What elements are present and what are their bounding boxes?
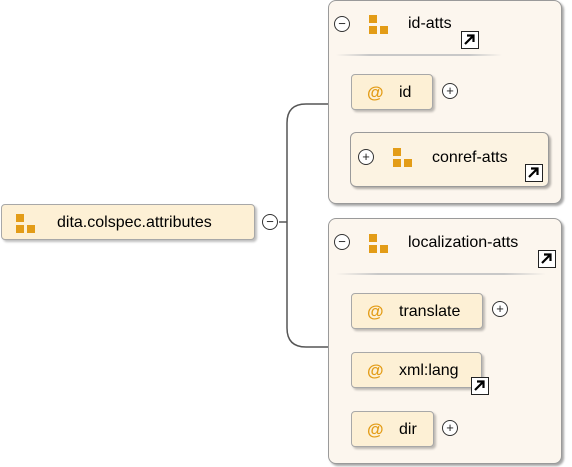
group-conref-atts[interactable] bbox=[350, 132, 549, 187]
reference-arrow-icon[interactable] bbox=[538, 250, 556, 268]
attribute-xml-lang[interactable]: @ xml:lang bbox=[351, 352, 482, 388]
group-localization-atts-collapse-toggle[interactable]: − bbox=[334, 234, 350, 250]
group-conref-atts-label: conref-atts bbox=[432, 149, 508, 166]
group-localization-atts-separator bbox=[336, 273, 546, 275]
attribute-group-icon bbox=[393, 148, 412, 167]
attribute-at-icon: @ bbox=[367, 83, 384, 102]
reference-arrow-icon[interactable] bbox=[525, 164, 543, 182]
attribute-translate-label: translate bbox=[399, 303, 461, 320]
group-localization-atts-label: localization-atts bbox=[408, 234, 519, 251]
root-collapse-toggle[interactable]: − bbox=[262, 214, 278, 230]
attribute-dir[interactable]: @ dir bbox=[351, 411, 434, 447]
attribute-group-icon bbox=[369, 234, 388, 253]
attribute-xml-lang-label: xml:lang bbox=[399, 362, 459, 379]
reference-arrow-icon[interactable] bbox=[461, 31, 479, 49]
attribute-group-icon bbox=[16, 214, 35, 233]
root-node[interactable]: dita.colspec.attributes bbox=[1, 204, 255, 240]
reference-arrow-icon[interactable] bbox=[471, 377, 489, 395]
attribute-dir-label: dir bbox=[399, 421, 417, 438]
group-conref-atts-expand-toggle[interactable]: + bbox=[358, 149, 374, 165]
attribute-dir-expand-toggle[interactable]: + bbox=[442, 420, 458, 436]
attribute-at-icon: @ bbox=[367, 361, 384, 380]
attribute-at-icon: @ bbox=[367, 420, 384, 439]
attribute-at-icon: @ bbox=[367, 302, 384, 321]
attribute-translate[interactable]: @ translate bbox=[351, 293, 483, 329]
group-id-atts-collapse-toggle[interactable]: − bbox=[334, 16, 350, 32]
attribute-id-expand-toggle[interactable]: + bbox=[442, 83, 458, 99]
attribute-translate-expand-toggle[interactable]: + bbox=[492, 301, 508, 317]
root-node-label: dita.colspec.attributes bbox=[57, 214, 212, 231]
attribute-group-icon bbox=[369, 15, 388, 34]
attribute-id-label: id bbox=[399, 84, 412, 101]
group-id-atts-label: id-atts bbox=[408, 15, 452, 32]
group-id-atts-separator bbox=[336, 54, 502, 56]
attribute-id[interactable]: @ id bbox=[351, 74, 433, 110]
